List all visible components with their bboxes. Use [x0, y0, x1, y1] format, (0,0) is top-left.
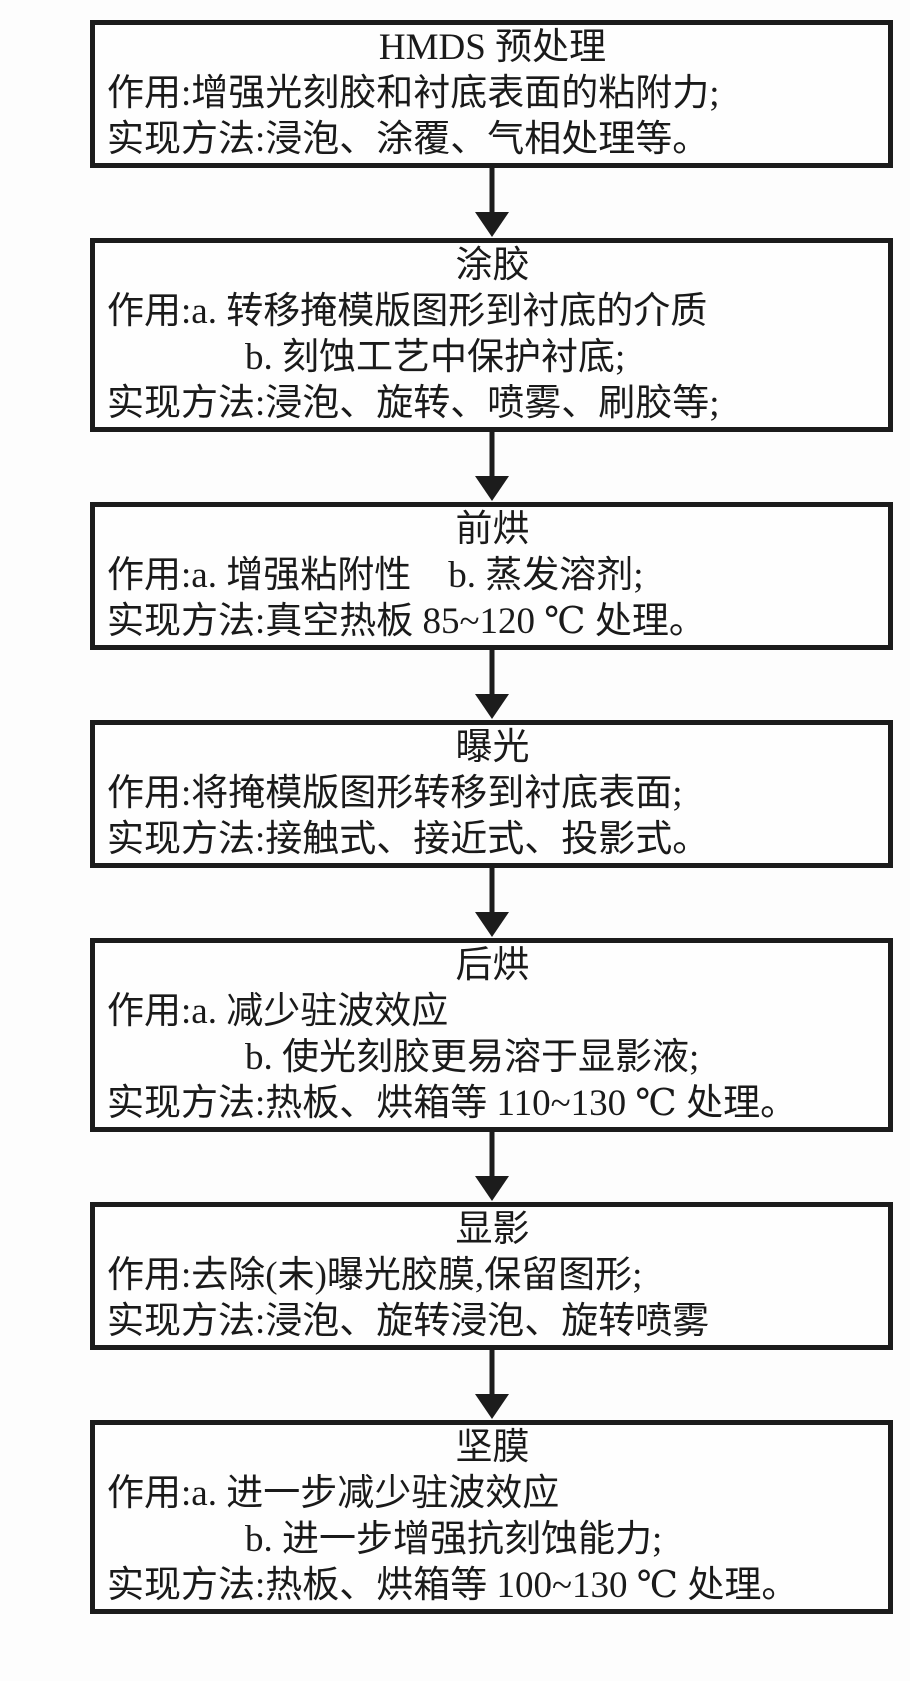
step-line: 实现方法:浸泡、涂覆、气相处理等。	[107, 119, 710, 160]
arrow-down-icon	[474, 694, 509, 719]
step-line: 作用:a. 减少驻波效应	[107, 991, 449, 1032]
step-title: 涂胶	[455, 245, 530, 286]
flow-step-hmds-pretreat: HMDS 预处理 作用:增强光刻胶和衬底表面的粘附力; 实现方法:浸泡、涂覆、气…	[90, 20, 893, 168]
arrow-shaft	[489, 432, 494, 478]
flow-arrow	[90, 432, 893, 502]
arrow-down-icon	[474, 212, 509, 237]
flow-arrow	[90, 650, 893, 720]
step-line: 作用:a. 进一步减少驻波效应	[107, 1473, 560, 1514]
flow-step-develop: 显影 作用:去除(未)曝光胶膜,保留图形; 实现方法:浸泡、旋转浸泡、旋转喷雾	[90, 1202, 893, 1350]
step-line: 作用:增强光刻胶和衬底表面的粘附力;	[107, 73, 720, 114]
arrow-shaft	[489, 1132, 494, 1178]
arrow-shaft	[489, 868, 494, 914]
step-line: 实现方法:真空热板 85~120 ℃ 处理。	[107, 601, 706, 642]
arrow-shaft	[489, 168, 494, 214]
step-line: b. 刻蚀工艺中保护衬底;	[245, 337, 626, 378]
step-line: b. 使光刻胶更易溶于显影液;	[245, 1037, 700, 1078]
step-line: 实现方法:热板、烘箱等 110~130 ℃ 处理。	[107, 1083, 798, 1124]
arrow-shaft	[489, 650, 494, 696]
step-title: 坚膜	[455, 1427, 530, 1468]
step-title: 后烘	[455, 945, 530, 986]
step-title: 前烘	[455, 509, 530, 550]
flow-arrow	[90, 1350, 893, 1420]
step-title: HMDS 预处理	[378, 27, 607, 68]
arrow-down-icon	[474, 912, 509, 937]
flow-step-coating: 涂胶 作用:a. 转移掩模版图形到衬底的介质 b. 刻蚀工艺中保护衬底; 实现方…	[90, 238, 893, 432]
flow-step-hardbake: 坚膜 作用:a. 进一步减少驻波效应 b. 进一步增强抗刻蚀能力; 实现方法:热…	[90, 1420, 893, 1614]
step-line: 作用:将掩模版图形转移到衬底表面;	[107, 773, 683, 814]
arrow-down-icon	[474, 1176, 509, 1201]
step-line: 作用:a. 转移掩模版图形到衬底的介质	[107, 291, 708, 332]
flow-step-exposure: 曝光 作用:将掩模版图形转移到衬底表面; 实现方法:接触式、接近式、投影式。	[90, 720, 893, 868]
flow-arrow	[90, 868, 893, 938]
flow-step-postbake: 后烘 作用:a. 减少驻波效应 b. 使光刻胶更易溶于显影液; 实现方法:热板、…	[90, 938, 893, 1132]
step-line: 作用:去除(未)曝光胶膜,保留图形;	[107, 1255, 643, 1296]
step-line: b. 进一步增强抗刻蚀能力;	[245, 1519, 663, 1560]
flow-arrow	[90, 168, 893, 238]
arrow-shaft	[489, 1350, 494, 1396]
step-title: 显影	[455, 1209, 530, 1250]
arrow-down-icon	[474, 1394, 509, 1419]
step-line: 实现方法:热板、烘箱等 100~130 ℃ 处理。	[107, 1565, 799, 1606]
step-line: 实现方法:浸泡、旋转浸泡、旋转喷雾	[107, 1301, 710, 1342]
flow-arrow	[90, 1132, 893, 1202]
step-line: 作用:a. 增强粘附性 b. 蒸发溶剂;	[107, 555, 644, 596]
arrow-down-icon	[474, 476, 509, 501]
step-line: 实现方法:浸泡、旋转、喷雾、刷胶等;	[107, 383, 720, 424]
flow-step-prebake: 前烘 作用:a. 增强粘附性 b. 蒸发溶剂; 实现方法:真空热板 85~120…	[90, 502, 893, 650]
step-line: 实现方法:接触式、接近式、投影式。	[107, 819, 710, 860]
step-title: 曝光	[455, 727, 530, 768]
